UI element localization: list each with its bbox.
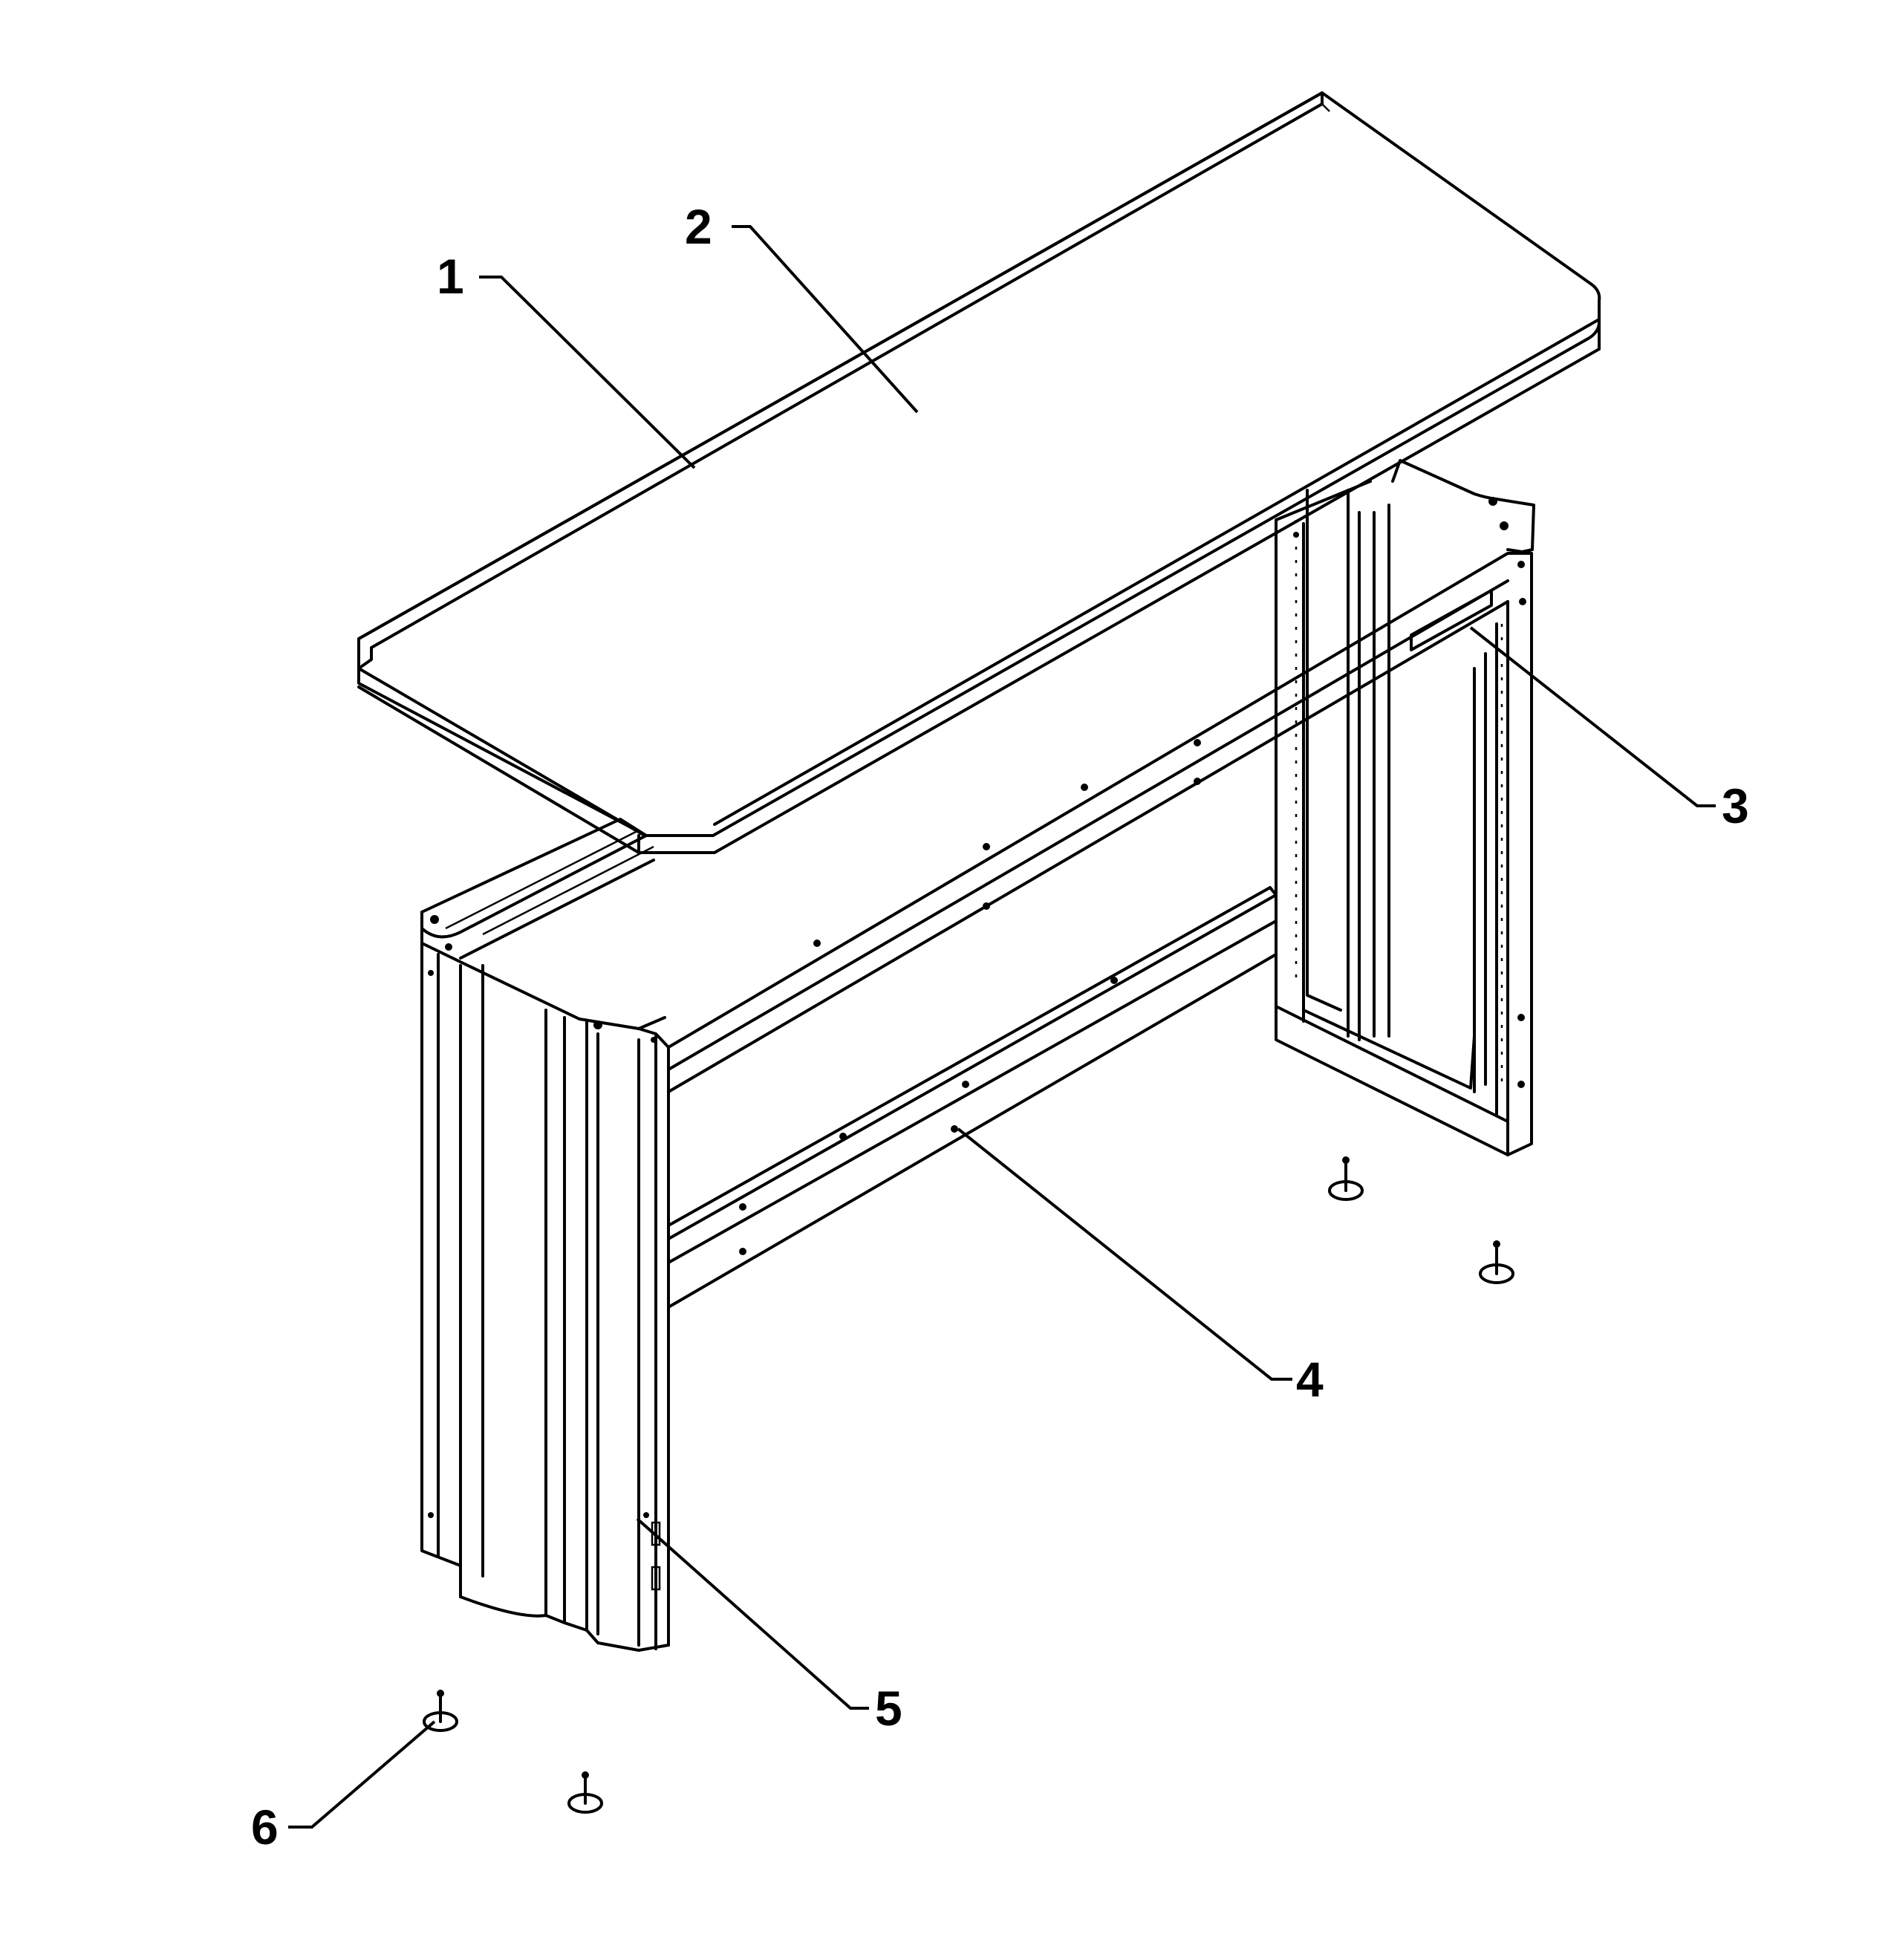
callout-1: 1 bbox=[437, 249, 464, 304]
label-holder bbox=[1410, 589, 1493, 651]
backsplash bbox=[357, 91, 1330, 670]
leader-2 bbox=[732, 225, 919, 414]
foot-back-left bbox=[1328, 1156, 1364, 1201]
foot-front-right bbox=[567, 1771, 603, 1814]
left-pedestal bbox=[420, 818, 670, 1652]
upper-rail bbox=[667, 552, 1533, 1108]
callout-4: 4 bbox=[1296, 1352, 1324, 1407]
leader-3 bbox=[1469, 626, 1716, 807]
right-end-frame bbox=[1275, 459, 1535, 1156]
leader-4 bbox=[957, 1127, 1292, 1381]
callout-6: 6 bbox=[251, 1800, 279, 1855]
callouts: 1 2 3 4 5 6 bbox=[251, 199, 1749, 1855]
leader-1 bbox=[479, 276, 696, 469]
leader-6 bbox=[288, 1720, 436, 1829]
callout-5: 5 bbox=[875, 1681, 902, 1736]
callout-3: 3 bbox=[1722, 778, 1749, 833]
leader-5 bbox=[636, 1517, 869, 1710]
leader-lines bbox=[288, 225, 1716, 1829]
foot-back-right bbox=[1479, 1240, 1514, 1284]
worktop bbox=[357, 91, 1601, 854]
lower-stretcher bbox=[667, 886, 1278, 1309]
callout-2: 2 bbox=[685, 199, 712, 254]
leveling-feet bbox=[423, 1156, 1514, 1814]
foot-front-left bbox=[423, 1690, 458, 1732]
